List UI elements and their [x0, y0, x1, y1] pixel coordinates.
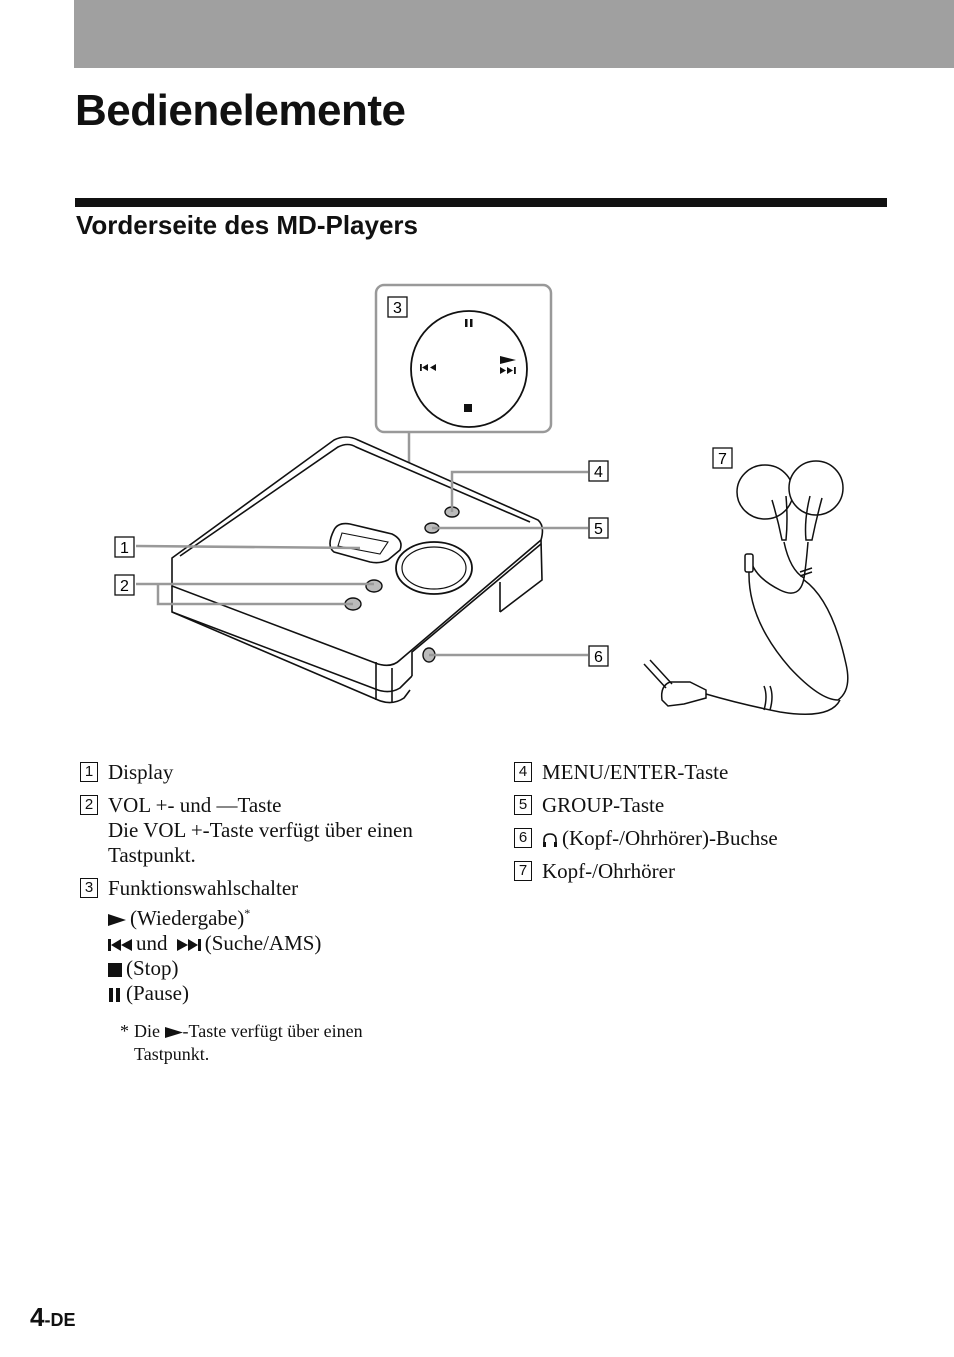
footnote-mark: * — [120, 1021, 129, 1041]
svg-text:4: 4 — [594, 464, 603, 481]
prev-track-icon — [108, 939, 132, 952]
legend-item-vol: 2 VOL +- und —Taste Die VOL +-Taste verf… — [80, 793, 480, 868]
legend-line-search: und (Suche/AMS) — [108, 931, 480, 956]
legend-label: Display — [108, 760, 174, 784]
footnote-post: -Taste verfügt über einen — [182, 1021, 363, 1041]
legend-number: 2 — [80, 795, 98, 815]
footnote-line2: Tastpunkt. — [134, 1044, 210, 1064]
dial-stop-icon — [464, 404, 472, 412]
footnote-play-icon — [164, 1027, 183, 1039]
next-track-icon — [176, 939, 201, 952]
legend-line-play: (Wiedergabe)* — [108, 901, 480, 931]
svg-text:7: 7 — [718, 451, 727, 468]
legend-label: GROUP-Taste — [542, 793, 665, 817]
legend-item-display: 1 Display — [80, 760, 480, 785]
legend-number: 7 — [514, 861, 532, 881]
legend-number: 4 — [514, 762, 532, 782]
legend-number: 5 — [514, 795, 532, 815]
legend-number: 6 — [514, 828, 532, 848]
md-player-figure: 3 1 2 4 5 6 7 — [0, 270, 954, 740]
svg-text:3: 3 — [393, 300, 402, 317]
legend-label: VOL +- und —Taste — [108, 793, 282, 817]
footnote-pre: Die — [134, 1021, 160, 1041]
dial-prev-icon — [420, 364, 436, 371]
legend-detail: Die VOL +-Taste verfügt über einen Tastp… — [108, 818, 413, 867]
svg-text:2: 2 — [120, 578, 129, 595]
page-title: Bedienelemente — [75, 86, 406, 135]
callout-2: 2 — [114, 574, 135, 596]
legend-line-stop: (Stop) — [108, 956, 480, 981]
callout-5: 5 — [588, 517, 609, 539]
legend-label: (Kopf-/Ohrhörer)-Buchse — [562, 826, 778, 850]
svg-text:1: 1 — [120, 540, 129, 557]
section-rule — [75, 198, 887, 207]
callout-1: 1 — [114, 536, 135, 558]
section-title: Vorderseite des MD-Players — [76, 210, 418, 240]
legend-right: 4 MENU/ENTER-Taste 5 GROUP-Taste 6 (Kopf… — [514, 760, 914, 892]
stop-icon — [108, 963, 122, 978]
legend-line-pause: (Pause) — [108, 981, 480, 1006]
legend-item-group: 5 GROUP-Taste — [514, 793, 914, 818]
legend-left: 1 Display 2 VOL +- und —Taste Die VOL +-… — [80, 760, 480, 1066]
dial-play-icon — [500, 356, 516, 364]
svg-text:6: 6 — [594, 649, 603, 666]
legend-item-headphone-jack: 6 (Kopf-/Ohrhörer)-Buchse — [514, 826, 914, 851]
legend-number: 1 — [80, 762, 98, 782]
legend-label: Funktionswahlschalter — [108, 876, 299, 900]
function-switch-dial — [410, 310, 528, 428]
headphone-icon — [543, 833, 557, 848]
callout-3: 3 — [387, 296, 408, 318]
dial-pause-icon — [465, 319, 473, 327]
legend-label: Kopf-/Ohrhörer — [542, 859, 675, 883]
device-dial — [395, 541, 473, 595]
legend-item-menu-enter: 4 MENU/ENTER-Taste — [514, 760, 914, 785]
legend-label: MENU/ENTER-Taste — [542, 760, 729, 784]
legend-item-earphones: 7 Kopf-/Ohrhörer — [514, 859, 914, 884]
callout-6: 6 — [588, 645, 609, 667]
svg-text:5: 5 — [594, 521, 603, 538]
header-bar — [74, 0, 954, 68]
dial-next-icon — [500, 367, 516, 374]
callout-4: 4 — [588, 460, 609, 482]
earphones — [643, 460, 849, 715]
legend-item-function-switch: 3 Funktionswahlschalter (Wiedergabe)* un… — [80, 876, 480, 1006]
vol-plus-button — [365, 579, 383, 593]
pause-icon — [109, 988, 120, 1003]
page-number: 4-DE — [30, 1302, 76, 1332]
callout-7: 7 — [712, 447, 733, 469]
md-player-body — [171, 436, 544, 704]
legend-number: 3 — [80, 878, 98, 898]
footnote: * Die -Taste verfügt über einen Tastpunk… — [80, 1020, 480, 1066]
play-icon — [108, 914, 126, 927]
function-switch-inset — [374, 283, 553, 434]
